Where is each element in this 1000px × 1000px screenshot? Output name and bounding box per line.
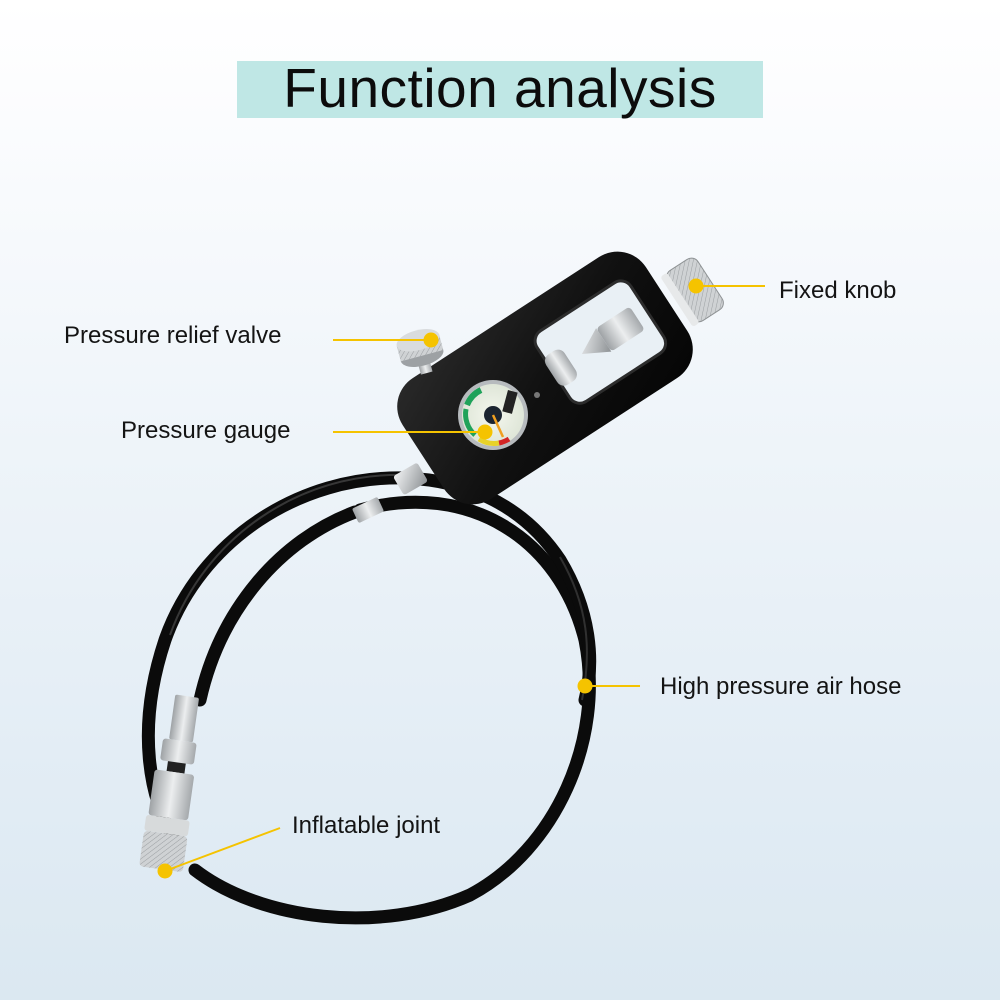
pressure-gauge-dial xyxy=(458,380,528,450)
label-high-pressure-air-hose: High pressure air hose xyxy=(660,673,902,700)
page-title: Function analysis xyxy=(283,57,717,119)
fill-pin xyxy=(581,307,644,355)
label-pressure-relief-valve: Pressure relief valve xyxy=(64,322,282,349)
body-screw xyxy=(534,392,540,398)
air-hose xyxy=(141,471,597,925)
inflatable-joint-fitting xyxy=(139,694,199,872)
label-fixed-knob: Fixed knob xyxy=(779,277,897,304)
label-inflatable-joint: Inflatable joint xyxy=(292,812,441,839)
title-band: Function analysis xyxy=(237,61,763,118)
body-hose-fitting xyxy=(393,463,428,495)
label-pressure-gauge: Pressure gauge xyxy=(121,417,291,444)
hose-ferrule xyxy=(352,497,384,523)
